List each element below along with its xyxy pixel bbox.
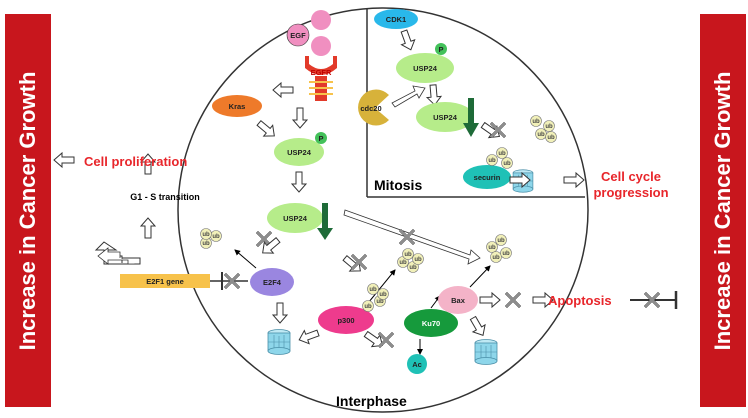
ku70-label: Ku70 bbox=[422, 319, 440, 328]
usp24-mitosis-down-arrow bbox=[463, 98, 479, 137]
ubiquitin-bead bbox=[486, 241, 498, 253]
ubiquitin-label: ub bbox=[547, 135, 555, 141]
egfr-label: EGFR bbox=[311, 68, 332, 77]
ac-label: Ac bbox=[412, 360, 422, 369]
ubiquitin-label: ub bbox=[369, 287, 377, 293]
ubiquitin-label: ub bbox=[502, 251, 510, 257]
ubiquitin-bead bbox=[402, 248, 414, 260]
usp24-mitosis-top-label: USP24 bbox=[413, 64, 438, 73]
banner-left: Increase in Cancer Growth bbox=[5, 14, 51, 407]
usp24-main-label: USP24 bbox=[287, 148, 312, 157]
usp24-main-node bbox=[274, 138, 324, 166]
ubiquitin-bead bbox=[545, 131, 557, 143]
ubiquitin-bead bbox=[200, 228, 212, 240]
cdc20-label: cdc20 bbox=[360, 104, 381, 113]
cdk1-label: CDK1 bbox=[386, 15, 406, 24]
ubiquitin-label: ub bbox=[492, 255, 500, 261]
ubiquitin-bead bbox=[412, 253, 424, 265]
ubiquitin-label: ub bbox=[399, 260, 407, 266]
egf-label: EGF bbox=[290, 31, 306, 40]
ubiquitin-bead bbox=[495, 234, 507, 246]
progression-label: progression bbox=[593, 185, 668, 200]
ubiquitin-bead bbox=[496, 147, 508, 159]
usp24-lower-node bbox=[267, 203, 323, 233]
bax-node bbox=[438, 286, 478, 314]
egf-circle bbox=[286, 23, 310, 47]
usp24-mitosis-phospho-label: P bbox=[438, 45, 443, 54]
egf-ligand-circle-2 bbox=[311, 36, 331, 56]
ubiquitin-bead bbox=[500, 247, 512, 259]
proteasome-bax bbox=[474, 339, 498, 365]
proteasome-e2f4 bbox=[267, 329, 291, 355]
usp24-mitosis-phospho bbox=[435, 43, 447, 55]
ubiquitin-bead bbox=[367, 283, 379, 295]
ubiquitin-label: ub bbox=[414, 257, 422, 263]
ubiquitin-label: ub bbox=[532, 119, 540, 125]
ubiquitin-bead bbox=[543, 120, 555, 132]
ubiquitin-label: ub bbox=[503, 161, 511, 167]
usp24-mitosis-top-node bbox=[396, 53, 454, 83]
ubiquitin-bead bbox=[377, 288, 389, 300]
ku70-node bbox=[404, 309, 458, 337]
ubiquitin-bead bbox=[501, 157, 513, 169]
usp24-mitosis-low-node bbox=[416, 102, 474, 132]
securin-label: securin bbox=[474, 173, 501, 182]
ubiquitin-label: ub bbox=[212, 234, 220, 240]
ubiquitin-label: ub bbox=[497, 238, 505, 244]
interphase-label: Interphase bbox=[336, 393, 407, 409]
kras-node bbox=[212, 95, 262, 117]
e2f1-gene-bar bbox=[120, 274, 210, 288]
usp24-main-phospho bbox=[315, 132, 327, 144]
apoptosis-label: Apoptosis bbox=[548, 293, 612, 308]
cell-boundary bbox=[177, 7, 589, 413]
egf-ligand-circle bbox=[311, 10, 331, 30]
ubiquitin-bead bbox=[362, 300, 374, 312]
securin-node bbox=[463, 165, 511, 189]
ubiquitin-label: ub bbox=[498, 151, 506, 157]
usp24-main-phospho-label: P bbox=[318, 134, 323, 143]
ubiquitin-label: ub bbox=[376, 299, 384, 305]
egfr-receptor bbox=[305, 56, 337, 75]
ubiquitin-label: ub bbox=[379, 292, 387, 298]
e2f4-node bbox=[250, 268, 294, 296]
cell-proliferation-label: Cell proliferation bbox=[84, 154, 187, 169]
e2f1-gene-label: E2F1 gene bbox=[146, 277, 184, 286]
ubiquitin-bead bbox=[486, 154, 498, 166]
usp24-mitosis-low-label: USP24 bbox=[433, 113, 458, 122]
ubiquitin-label: ub bbox=[488, 158, 496, 164]
ubiquitin-label: ub bbox=[488, 245, 496, 251]
ubiquitin-label: ub bbox=[409, 265, 417, 271]
ubiquitin-label: ub bbox=[202, 241, 210, 247]
mitosis-label: Mitosis bbox=[374, 177, 422, 193]
ac-node bbox=[407, 354, 427, 374]
ubiquitin-label: ub bbox=[202, 232, 210, 238]
g1s-transition-label: G1 - S transition bbox=[130, 192, 200, 202]
cdc20-node bbox=[358, 89, 389, 126]
p300-label: p300 bbox=[337, 316, 354, 325]
ubiquitin-label: ub bbox=[364, 304, 372, 310]
cell-cycle-label: Cell cycle bbox=[601, 169, 661, 184]
kras-label: Kras bbox=[229, 102, 246, 111]
e2f4-label: E2F4 bbox=[263, 278, 282, 287]
banner-right: Increase in Cancer Growth bbox=[700, 14, 746, 407]
cdk1-node bbox=[374, 9, 418, 29]
usp24-lower-label: USP24 bbox=[283, 214, 308, 223]
ubiquitin-bead bbox=[530, 115, 542, 127]
ubiquitin-label: ub bbox=[404, 252, 412, 258]
bax-label: Bax bbox=[451, 296, 466, 305]
p300-node bbox=[318, 306, 374, 334]
usp24-lower-down-arrow bbox=[317, 203, 333, 240]
ubiquitin-label: ub bbox=[537, 132, 545, 138]
ubiquitin-bead bbox=[490, 251, 502, 263]
ubiquitin-label: ub bbox=[545, 124, 553, 130]
